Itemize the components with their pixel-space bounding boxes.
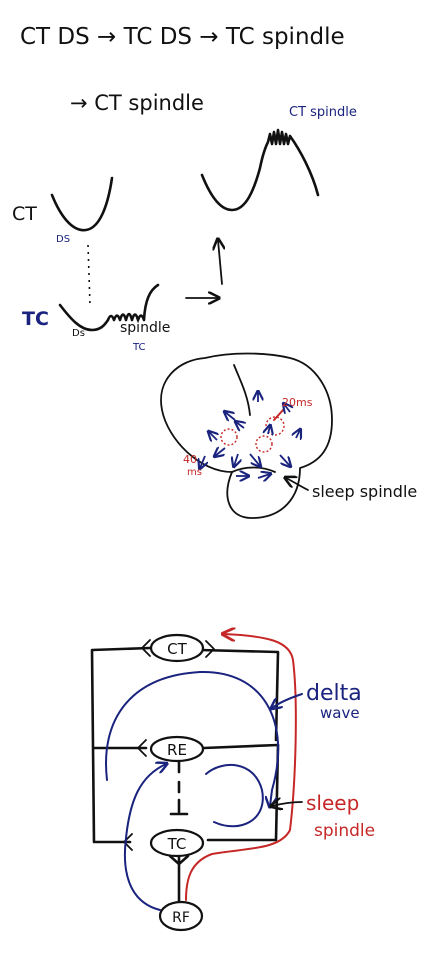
rf-node-shape [158, 900, 204, 932]
propagation-arrow [279, 454, 290, 466]
rf-to-tc [168, 854, 190, 904]
delta-label: delta [306, 681, 362, 706]
tc-to-right-rail [206, 743, 280, 842]
propagation-arrow [215, 448, 226, 456]
propagation-arrow [200, 455, 205, 468]
ct-left-fork [141, 639, 151, 657]
ct-wave-label: CT [12, 203, 37, 225]
delay-40ms-label: 40 [183, 453, 197, 466]
ct-spindle-wave [200, 128, 320, 212]
rf-to-re-blue [123, 764, 166, 911]
propagation-arrow [296, 430, 300, 438]
brain-sulcus [233, 364, 251, 416]
propagation-arrow [257, 474, 270, 478]
spindle-focus-center [255, 435, 273, 453]
brain-outline [160, 352, 333, 519]
spindle-label: spindle [314, 821, 375, 841]
propagation-arrow [268, 426, 270, 434]
delay-40ms-unit: ms [187, 467, 202, 478]
sleep-label: sleep [306, 791, 359, 815]
ct-node-shape [149, 633, 205, 663]
tc-node-shape [149, 828, 205, 858]
tc-to-ct-red-path [185, 634, 297, 901]
header: CT DS → TC DS → TC spindle → CT spindle [20, 24, 345, 115]
brain-sleep-spindle-label: sleep spindle [312, 482, 417, 501]
tc-wave-label: TC [22, 308, 49, 330]
delta-wave-loop [105, 670, 280, 806]
ct-output-to-right [198, 648, 280, 742]
ct-right-fork [205, 640, 215, 658]
re-to-right-rail [202, 743, 280, 750]
header-line-1: CT DS → TC DS → TC spindle [20, 24, 345, 50]
tc-wave-with-spindle [58, 283, 160, 332]
propagation-arrow [209, 432, 217, 440]
rf-node-label: RF [172, 910, 190, 926]
brain-temporal-fold [231, 466, 276, 473]
wave-label: wave [320, 704, 360, 722]
propagation-arrow [249, 453, 260, 466]
tc-left-fork [123, 833, 133, 851]
arrow-up [218, 240, 222, 285]
sleep-spindle-circuit-pointer [272, 802, 303, 806]
outer-loop-ct-to-tc [90, 646, 152, 844]
spindle-focus-left [220, 428, 238, 446]
sleep-spindle-pointer [286, 478, 309, 491]
propagation-arrow [284, 404, 290, 412]
delay-line-20ms [273, 409, 284, 421]
delta-pointer [272, 693, 303, 708]
sleep-spindle-loop [205, 763, 264, 828]
header-line-2: → CT spindle [70, 91, 204, 115]
brain-sketch: 20ms 40 ms sleep spindle [160, 352, 417, 519]
propagation-arrow [225, 412, 236, 420]
ct-ds-label: DS [56, 234, 70, 245]
ds-link-dotted [87, 244, 91, 306]
delay-20ms-label: 20ms [282, 396, 313, 409]
ct-node-label: CT [167, 640, 187, 658]
propagation-arrow [234, 453, 238, 466]
re-node-shape [149, 735, 205, 763]
propagation-arrows [200, 392, 300, 478]
wave-sketch: CT DS TC Ds spindle TC CT spindle [12, 105, 357, 353]
re-node-label: RE [167, 741, 187, 759]
ct-spindle-label: CT spindle [289, 105, 357, 120]
tc-node-label: TC [167, 835, 187, 853]
ct-delta-wave [50, 176, 114, 232]
circuit-diagram: CT RE TC RF delta wave sleep spindle [90, 633, 375, 932]
re-left-fork [137, 739, 147, 757]
propagation-arrow [236, 422, 244, 428]
tc-ds-label: Ds [72, 328, 85, 339]
tc-spindle-label: spindle [120, 320, 170, 336]
tc-spindle-sub: TC [132, 342, 146, 353]
re-tc-inhibitory [169, 760, 189, 816]
